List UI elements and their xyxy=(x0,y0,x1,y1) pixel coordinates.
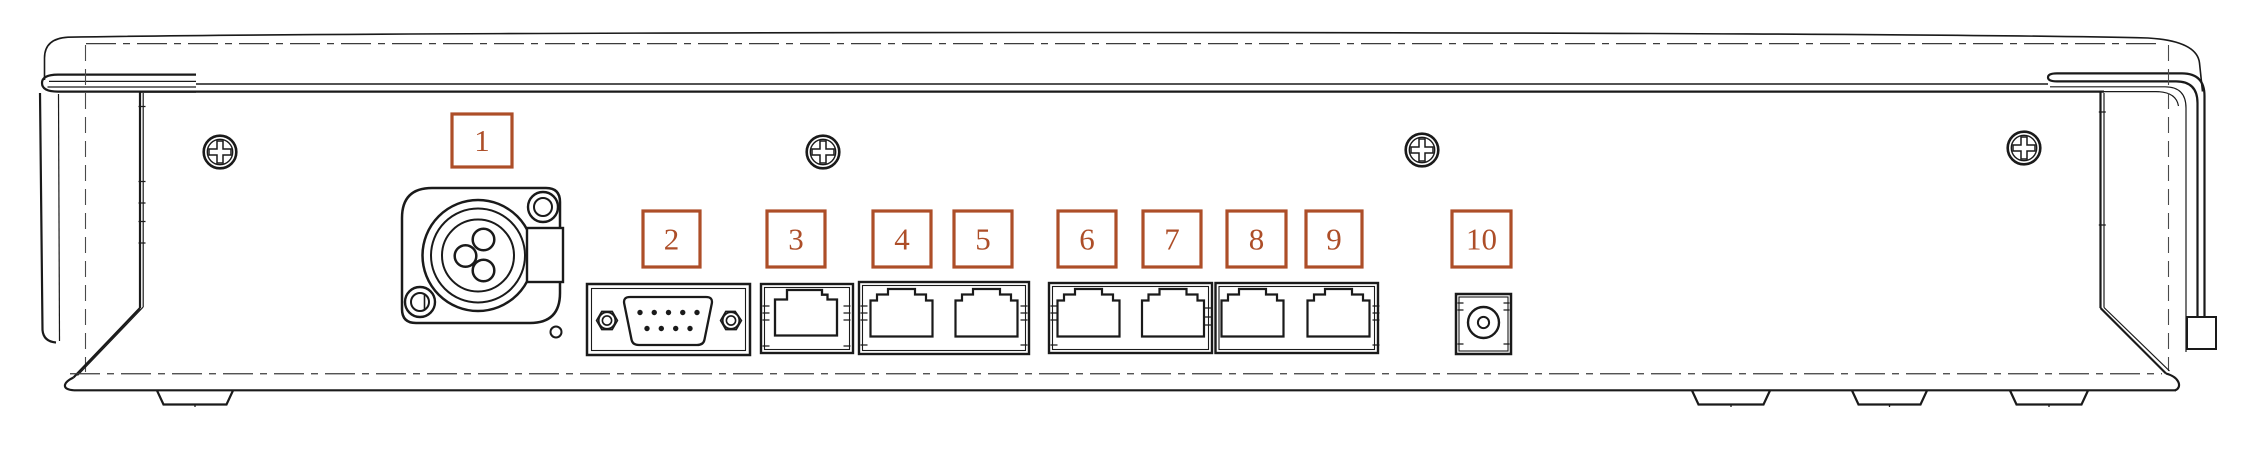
callout-number: 1 xyxy=(474,123,490,158)
callout-number: 10 xyxy=(1466,222,1497,257)
xlr-pin xyxy=(471,258,496,283)
xlr-pin xyxy=(453,243,478,269)
callout-10: 10 xyxy=(1450,209,1513,269)
xlr-mount-hole xyxy=(526,190,560,224)
panel-screws xyxy=(202,130,2042,170)
rj45-dual-block-b xyxy=(1047,281,1214,355)
left-side-face xyxy=(38,45,87,372)
screw-icon xyxy=(805,134,841,170)
rj45-jack-opening xyxy=(954,287,1019,338)
db9-jackpost xyxy=(595,310,619,331)
callout-number: 5 xyxy=(975,222,991,257)
side-tab xyxy=(2186,316,2217,350)
callout-7: 7 xyxy=(1141,209,1203,269)
callout-9: 9 xyxy=(1304,209,1364,269)
rj45-jack-opening xyxy=(1220,287,1285,338)
callout-8: 8 xyxy=(1225,209,1288,269)
callout-number: 6 xyxy=(1079,222,1095,257)
rj45-jack-opening xyxy=(1140,287,1206,338)
callout-5: 5 xyxy=(952,209,1014,269)
right-latch-rail xyxy=(2046,72,2217,352)
screw-icon xyxy=(1404,132,1440,168)
callout-3: 3 xyxy=(765,209,827,269)
left-latch-bar xyxy=(40,73,196,93)
db9-serial-connector xyxy=(585,282,752,357)
rj45-jack-opening xyxy=(1056,287,1121,338)
rj45-dual-block-c xyxy=(1214,281,1380,355)
feet xyxy=(156,390,2089,407)
screw-icon xyxy=(2006,130,2042,166)
callout-number: 8 xyxy=(1249,222,1265,257)
rj45-port-single xyxy=(759,282,855,355)
callout-number: 3 xyxy=(788,222,804,257)
callout-number: 2 xyxy=(664,222,680,257)
callout-1: 1 xyxy=(450,112,514,169)
chassis-outline xyxy=(38,31,2217,407)
xlr-connector xyxy=(400,186,565,339)
xlr-latch-tab xyxy=(525,226,565,284)
xlr-mount-hole xyxy=(403,285,437,319)
callout-number: 9 xyxy=(1326,222,1342,257)
callout-number: 7 xyxy=(1164,222,1180,257)
rj45-dual-block-a xyxy=(857,280,1031,356)
dc-power-jack xyxy=(1454,292,1513,356)
rj45-jack-opening xyxy=(1306,287,1371,338)
xlr-pin xyxy=(471,227,496,252)
rear-panel-face xyxy=(63,92,2181,392)
db9-jackpost xyxy=(719,310,743,331)
rj45-jack-opening xyxy=(773,288,839,337)
screw-icon xyxy=(202,134,238,170)
panel-pinhole xyxy=(549,325,563,339)
callout-6: 6 xyxy=(1056,209,1118,269)
callout-labels: 1 2 3 4 5 6 7 8 xyxy=(450,112,1513,269)
callout-2: 2 xyxy=(641,209,702,269)
callout-4: 4 xyxy=(871,209,933,269)
rj45-jack-opening xyxy=(869,287,934,338)
callout-number: 4 xyxy=(894,222,910,257)
db9-pins xyxy=(637,309,700,332)
